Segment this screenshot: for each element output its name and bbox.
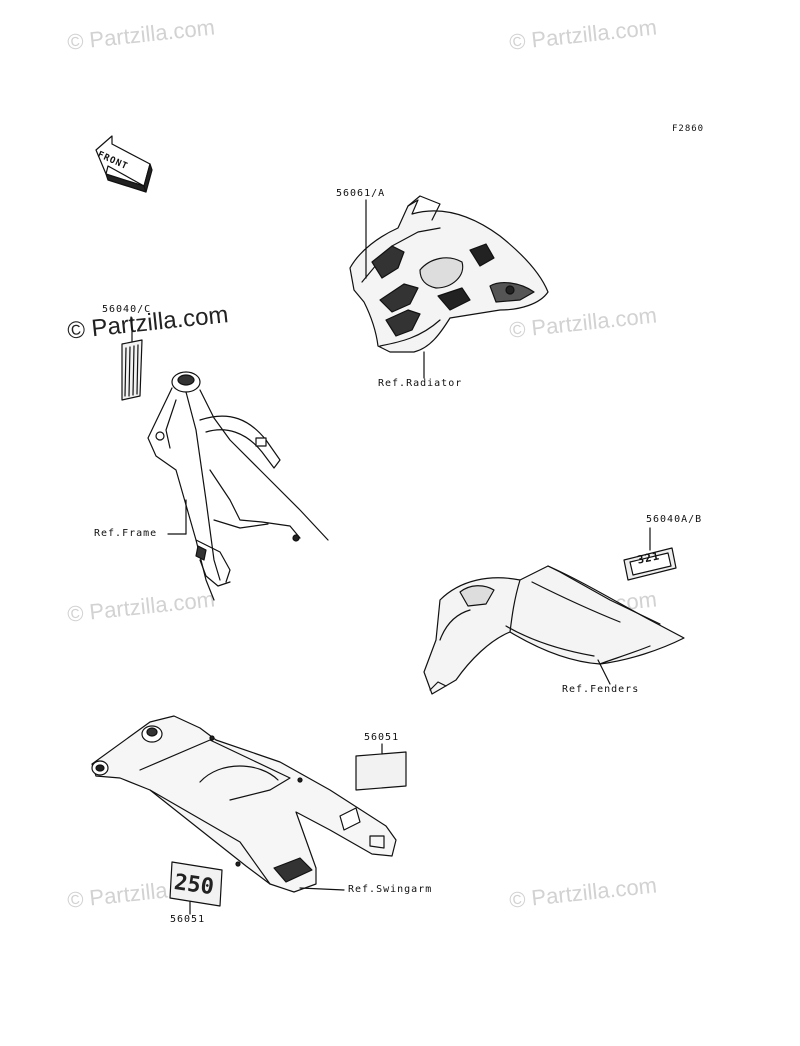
- label-frame-part: 56040/C: [102, 304, 152, 315]
- label-fender-part: 56040A/B: [646, 514, 703, 525]
- leader-line: [597, 659, 611, 685]
- label-swingarm-part-top: 56051: [364, 732, 400, 743]
- leader-line: [299, 887, 345, 891]
- radiator-shroud-drawing: [349, 195, 549, 353]
- swingarm-drawing: [91, 715, 397, 893]
- swingarm-decal-plain-drawing: [355, 751, 407, 791]
- label-radiator-ref: Ref.Radiator: [378, 378, 463, 389]
- frame-drawing: [147, 371, 329, 601]
- label-swingarm-ref: Ref.Swingarm: [348, 884, 433, 895]
- figure-code: F2860: [672, 124, 705, 134]
- label-fender-ref: Ref.Fenders: [562, 684, 640, 695]
- front-arrow-icon: [95, 135, 153, 193]
- fender-decal-drawing: [623, 547, 677, 581]
- swingarm-decal-250-drawing: [169, 861, 223, 907]
- rear-fender-drawing: [423, 565, 685, 695]
- label-frame-ref: Ref.Frame: [94, 528, 158, 539]
- label-radiator-part: 56061/A: [336, 188, 386, 199]
- label-swingarm-part-bottom: 56051: [170, 914, 206, 925]
- swingarm-decal-text: 250: [172, 870, 216, 901]
- frame-decal-drawing: [121, 339, 143, 401]
